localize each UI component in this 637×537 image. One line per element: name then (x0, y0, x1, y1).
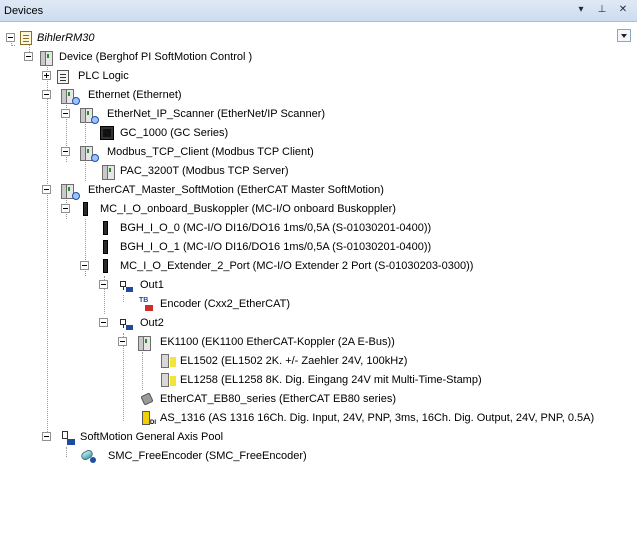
tree-item-smc-free-encoder[interactable]: SMC_FreeEncoder (SMC_FreeEncoder) (108, 450, 307, 462)
terminal-icon (161, 373, 176, 387)
pin-icon[interactable]: ⊥ (597, 4, 607, 15)
tree-line (142, 352, 143, 390)
tree-item-device[interactable]: Device (Berghof PI SoftMotion Control ) (59, 51, 253, 63)
chevron-down-icon[interactable]: ▾ (578, 4, 584, 15)
tree-line (85, 219, 86, 276)
tree-item-bgh-io-1[interactable]: BGH_I_O_1 (MC-I/O DI16/DO16 1ms/0,5A (S-… (120, 241, 432, 253)
gc-series-icon (100, 126, 114, 140)
tree-line (66, 447, 67, 457)
devices-panel-titlebar: Devices ▾ ⊥ ✕ (0, 0, 637, 22)
io-module-icon (103, 240, 108, 254)
tree-item-pac-3200t[interactable]: PAC_3200T (Modbus TCP Server) (120, 165, 289, 177)
pac-device-icon (100, 164, 116, 180)
tree-item-softmotion-pool[interactable]: SoftMotion General Axis Pool (80, 431, 224, 443)
tree-line (11, 45, 15, 46)
tree-line (123, 333, 124, 421)
tree-line (104, 276, 105, 314)
tree-item-ethercat-eb80[interactable]: EtherCAT_EB80_series (EtherCAT EB80 seri… (160, 393, 396, 405)
network-badge-icon (72, 97, 80, 105)
device-tree: BihlerRM30 Device (Berghof PI SoftMotion… (0, 23, 637, 537)
network-badge-icon (91, 116, 99, 124)
encoder-icon: TB (139, 297, 155, 313)
tree-item-mc-io-extender[interactable]: MC_I_O_Extender_2_Port (MC-I/O Extender … (120, 260, 474, 272)
collapse-ek1100-toggle[interactable] (118, 337, 127, 346)
collapse-mc-io-extender-toggle[interactable] (80, 261, 89, 270)
tree-item-bgh-io-0[interactable]: BGH_I_O_0 (MC-I/O DI16/DO16 1ms/0,5A (S-… (120, 222, 432, 234)
network-badge-icon (72, 192, 80, 200)
collapse-ethernet-ip-scanner-toggle[interactable] (61, 109, 70, 118)
collapse-ethernet-toggle[interactable] (42, 90, 51, 99)
tree-line (66, 105, 67, 162)
collapse-out2-toggle[interactable] (99, 318, 108, 327)
tree-item-as-1316[interactable]: AS_1316 (AS 1316 16Ch. Dig. Input, 24V, … (160, 412, 595, 424)
tree-item-el1502[interactable]: EL1502 (EL1502 2K. +/- Zaehler 24V, 100k… (180, 355, 408, 367)
collapse-out1-toggle[interactable] (99, 280, 108, 289)
tree-item-root[interactable]: BihlerRM30 (37, 32, 95, 44)
collapse-modbus-client-toggle[interactable] (61, 147, 70, 156)
tree-item-out1[interactable]: Out1 (140, 279, 164, 291)
tree-item-gc-1000[interactable]: GC_1000 (GC Series) (120, 127, 229, 139)
tree-item-ethercat-master[interactable]: EtherCAT_Master_SoftMotion (EtherCAT Mas… (88, 184, 384, 196)
tree-item-el1258[interactable]: EL1258 (EL1258 8K. Dig. Eingang 24V mit … (180, 374, 482, 386)
axis-pool-icon (60, 430, 76, 446)
collapse-mc-io-onboard-toggle[interactable] (61, 204, 70, 213)
tree-line (11, 41, 12, 44)
close-icon[interactable]: ✕ (618, 4, 628, 15)
scanner-device-icon (78, 107, 94, 123)
terminal-icon (161, 354, 176, 368)
tree-item-mc-io-onboard[interactable]: MC_I_O_onboard_Buskoppler (MC-I/O onboar… (100, 203, 396, 215)
tree-line (47, 60, 48, 438)
buskoppler-icon (83, 202, 88, 216)
as-module-icon: DI (142, 411, 156, 426)
ethercat-master-icon (59, 183, 75, 199)
tree-line (85, 124, 86, 143)
modbus-device-icon (78, 145, 94, 161)
ethernet-device-icon (59, 88, 75, 104)
project-icon (20, 31, 32, 45)
expand-plc-logic-toggle[interactable] (42, 71, 51, 80)
plc-logic-icon (56, 69, 72, 85)
tree-line (123, 295, 124, 302)
tree-line (85, 162, 86, 181)
tree-line (29, 41, 30, 60)
collapse-ethercat-master-toggle[interactable] (42, 185, 51, 194)
port-icon (119, 316, 135, 332)
collapse-device-toggle[interactable] (24, 52, 33, 61)
tree-item-modbus-client[interactable]: Modbus_TCP_Client (Modbus TCP Client) (107, 146, 314, 158)
port-icon (119, 278, 135, 294)
tree-item-ethernet-ip-scanner[interactable]: EtherNet_IP_Scanner (EtherNet/IP Scanner… (107, 108, 326, 120)
panel-title: Devices (4, 5, 44, 17)
tree-item-out2[interactable]: Out2 (140, 317, 164, 329)
collapse-root-toggle[interactable] (6, 33, 15, 42)
valve-terminal-icon (140, 392, 154, 406)
tree-item-plc-logic[interactable]: PLC Logic (78, 70, 129, 82)
free-encoder-icon (79, 448, 96, 465)
device-icon (38, 50, 54, 66)
ek1100-icon (136, 335, 152, 351)
io-module-icon (103, 221, 108, 235)
tree-item-ek1100[interactable]: EK1100 (EK1100 EtherCAT-Koppler (2A E-Bu… (160, 336, 395, 348)
dropdown-button[interactable] (617, 29, 631, 42)
network-badge-icon (91, 154, 99, 162)
collapse-softmotion-pool-toggle[interactable] (42, 432, 51, 441)
tree-item-ethernet[interactable]: Ethernet (Ethernet) (88, 89, 182, 101)
tree-item-encoder[interactable]: Encoder (Cxx2_EtherCAT) (160, 298, 291, 310)
extender-icon (103, 259, 108, 273)
